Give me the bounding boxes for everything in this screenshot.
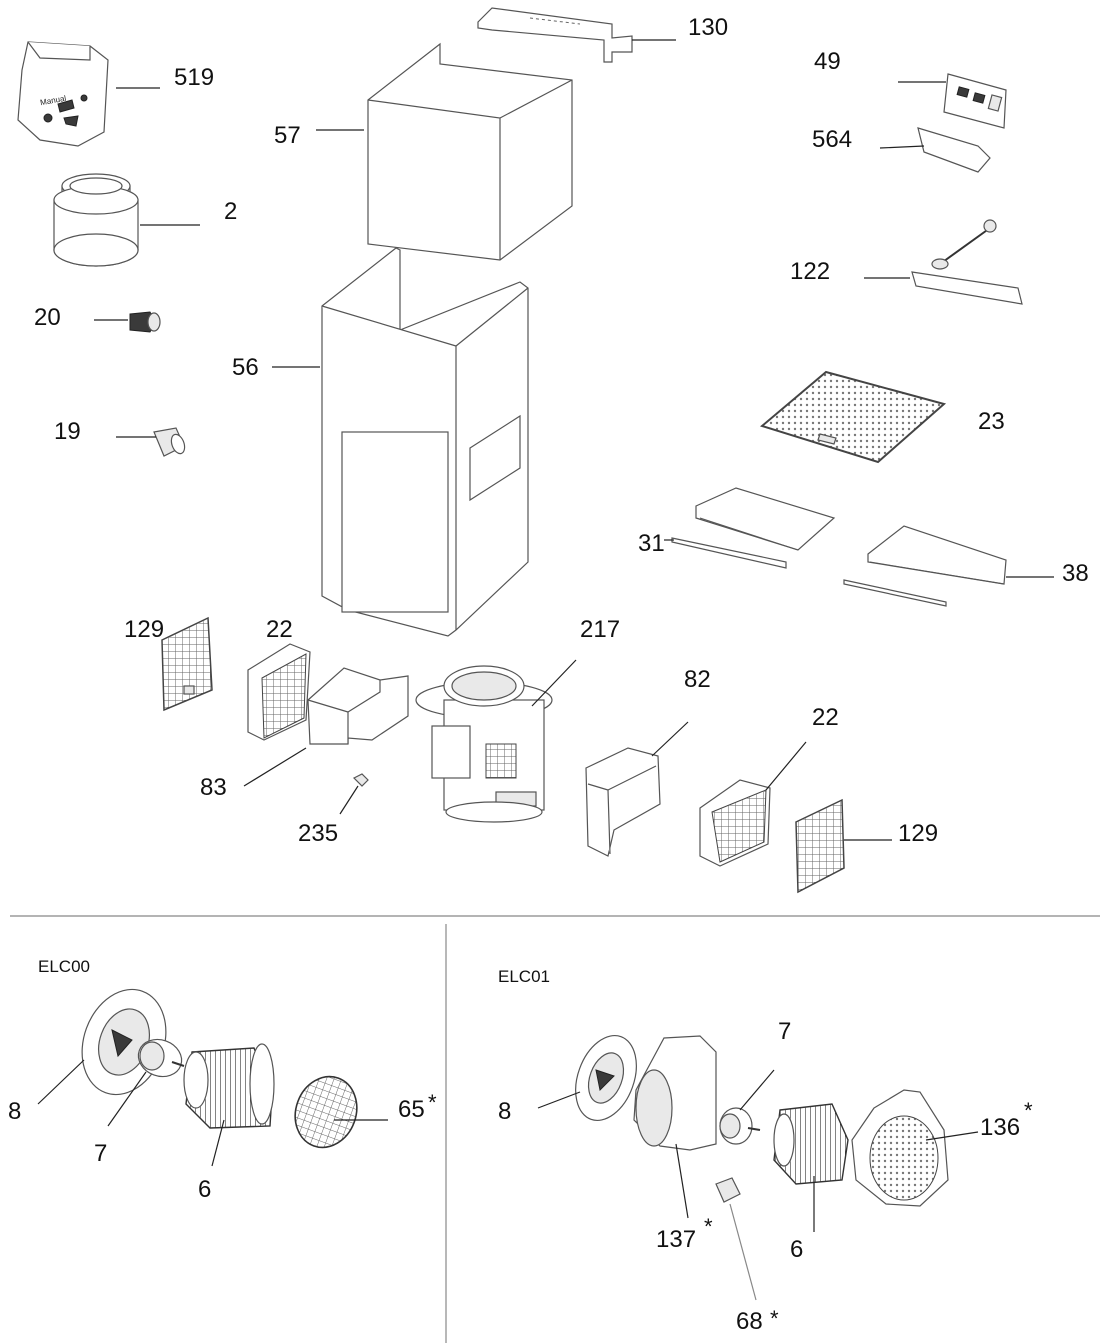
callout-19: 19 <box>54 418 81 445</box>
callout-31: 31 <box>638 530 665 557</box>
callout-235: 235 <box>298 820 339 847</box>
elc00-motor-part <box>137 1038 185 1078</box>
side-housing-right-part <box>585 747 661 857</box>
callout-elc00-6: 6 <box>198 1176 212 1203</box>
side-housing-left-part <box>307 667 409 745</box>
callout-82: 82 <box>684 666 711 693</box>
carbon-filter-right-part <box>699 779 771 867</box>
callout-22-right: 22 <box>812 704 839 731</box>
callout-49: 49 <box>814 48 841 75</box>
switch-knob-part <box>129 311 161 333</box>
callout-elc01-8: 8 <box>498 1098 512 1125</box>
elc01-plate-part <box>575 1034 637 1122</box>
accessory-bag-part <box>17 41 109 147</box>
elc00-guard-part <box>294 1075 358 1149</box>
callout-20: 20 <box>34 304 61 331</box>
callout-elc00-65: 65 <box>398 1096 425 1123</box>
callout-122: 122 <box>790 258 831 285</box>
carbon-filter-left-part <box>247 643 311 741</box>
elc00-impeller-part <box>183 1043 275 1129</box>
callout-2: 2 <box>224 198 238 225</box>
callout-elc01-6: 6 <box>790 1236 804 1263</box>
callout-elc01-137-star: * <box>704 1214 713 1239</box>
side-panel-left-part <box>671 487 836 569</box>
elc01-volute-right-part <box>851 1089 949 1207</box>
callout-83: 83 <box>200 774 227 801</box>
callout-elc01-68: 68 <box>736 1308 763 1335</box>
callout-38: 38 <box>1062 560 1089 587</box>
lower-chimney-part <box>321 247 529 637</box>
control-board-part <box>943 73 1007 129</box>
callout-elc01-7: 7 <box>778 1018 792 1045</box>
callout-564: 564 <box>812 126 853 153</box>
section-label-elc01: ELC01 <box>498 967 550 986</box>
callout-56: 56 <box>232 354 259 381</box>
callout-elc01-68-star: * <box>770 1306 779 1331</box>
callout-elc00-7: 7 <box>94 1140 108 1167</box>
lamp-bulb-part <box>153 427 186 457</box>
callout-129-left: 129 <box>124 616 165 643</box>
callout-57: 57 <box>274 122 301 149</box>
callout-elc00-8: 8 <box>8 1098 22 1125</box>
wall-bracket-part <box>477 7 633 63</box>
board-cover-part <box>917 127 991 173</box>
upper-chimney-part <box>367 42 573 261</box>
elc01-volute-left-part <box>633 1035 717 1151</box>
callout-129-right: 129 <box>898 820 939 847</box>
section-label-elc00: ELC00 <box>38 957 90 976</box>
elc01-capacitor-part <box>715 1177 741 1203</box>
duct-collar-part <box>53 173 139 267</box>
callout-elc00-65-star: * <box>428 1090 437 1115</box>
light-bar-part <box>911 219 1023 305</box>
callout-217: 217 <box>580 616 621 643</box>
callout-elc01-136: 136 <box>980 1114 1021 1141</box>
small-connector-part <box>352 773 369 787</box>
callout-130: 130 <box>688 14 729 41</box>
elc01-impeller-part <box>773 1103 849 1185</box>
grease-filter-part <box>759 370 947 464</box>
side-panel-right-part <box>843 525 1007 607</box>
callout-elc01-137: 137 <box>656 1226 697 1253</box>
carbon-filter-frame-left-part <box>161 616 213 712</box>
elc01-motor-part <box>719 1107 761 1145</box>
motor-housing-part <box>415 665 553 823</box>
callout-22-left: 22 <box>266 616 293 643</box>
callout-519: 519 <box>174 64 215 91</box>
callout-23: 23 <box>978 408 1005 435</box>
carbon-filter-frame-right-part <box>795 798 845 894</box>
callout-elc01-136-star: * <box>1024 1098 1033 1123</box>
